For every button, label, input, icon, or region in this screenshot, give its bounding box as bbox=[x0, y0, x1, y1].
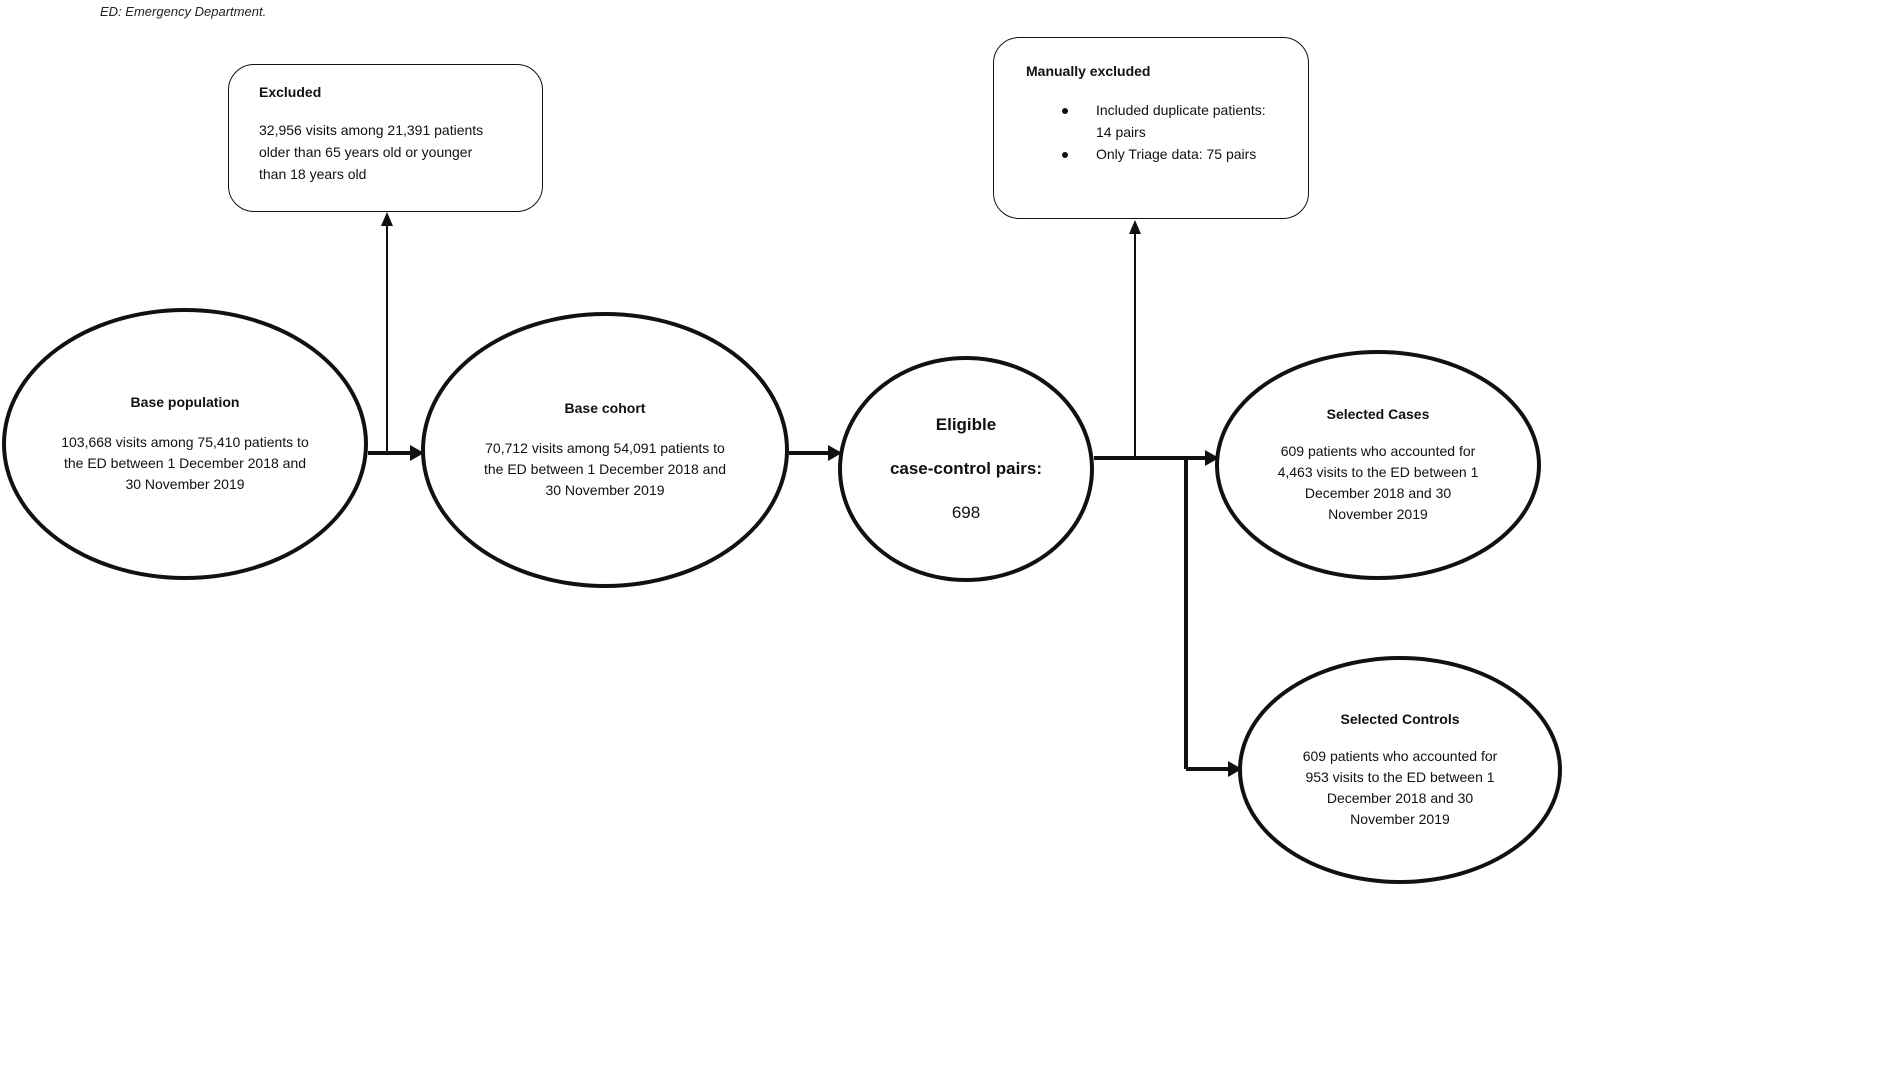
excluded-title: Excluded bbox=[259, 84, 322, 100]
selected-controls-line: December 2018 and 30 bbox=[1326, 789, 1474, 806]
base-population-line: 103,668 visits among 75,410 patients to bbox=[61, 433, 309, 450]
flow-connectors bbox=[368, 212, 1242, 777]
excluded-box: Excluded 32,956 visits among 21,391 pati… bbox=[228, 64, 543, 212]
arrowhead-manually-excluded bbox=[1129, 220, 1141, 234]
arrowhead-controls bbox=[1228, 761, 1242, 777]
arrowhead-eligible bbox=[828, 445, 842, 461]
eligible-node: Eligible case-control pairs: 698 bbox=[838, 356, 1094, 582]
excluded-line: than 18 years old bbox=[259, 166, 367, 182]
selected-cases-line: 4,463 visits to the ED between 1 bbox=[1277, 463, 1479, 480]
arrowhead-cases bbox=[1205, 450, 1219, 466]
excluded-line: 32,956 visits among 21,391 patients bbox=[259, 122, 484, 138]
eligible-title-line2: case-control pairs: bbox=[889, 459, 1043, 478]
selected-cases-title: Selected Cases bbox=[1326, 405, 1430, 422]
selected-controls-node: Selected Controls 609 patients who accou… bbox=[1238, 656, 1562, 884]
base-population-title: Base population bbox=[130, 393, 240, 410]
base-cohort-line: 30 November 2019 bbox=[545, 481, 665, 498]
selected-cases-line: November 2019 bbox=[1328, 505, 1428, 522]
base-cohort-line: 70,712 visits among 54,091 patients to bbox=[485, 439, 725, 456]
selected-cases-line: 609 patients who accounted for bbox=[1280, 442, 1476, 459]
eligible-value: 698 bbox=[951, 503, 981, 522]
selected-cases-line: December 2018 and 30 bbox=[1304, 484, 1452, 501]
selected-controls-title: Selected Controls bbox=[1340, 710, 1460, 727]
selected-controls-line: November 2019 bbox=[1350, 810, 1450, 827]
footnote: ED: Emergency Department. bbox=[100, 4, 267, 19]
bullet-line: 14 pairs bbox=[1096, 124, 1146, 140]
manually-excluded-title: Manually excluded bbox=[1026, 63, 1151, 79]
bullet-item: Only Triage data: 75 pairs bbox=[1062, 143, 1308, 165]
bullet-dot-icon bbox=[1062, 108, 1068, 114]
base-cohort-line: the ED between 1 December 2018 and bbox=[483, 460, 727, 477]
bullet-line: Included duplicate patients: bbox=[1096, 102, 1266, 118]
selected-controls-line: 609 patients who accounted for bbox=[1302, 747, 1498, 764]
eligible-title-line1: Eligible bbox=[935, 415, 997, 434]
selected-cases-node: Selected Cases 609 patients who accounte… bbox=[1215, 350, 1541, 580]
excluded-line: older than 65 years old or younger bbox=[259, 144, 473, 160]
arrowhead-excluded bbox=[381, 212, 393, 226]
selected-controls-line: 953 visits to the ED between 1 bbox=[1305, 768, 1495, 785]
base-population-line: 30 November 2019 bbox=[125, 475, 245, 492]
bullet-line: Only Triage data: 75 pairs bbox=[1096, 146, 1257, 162]
base-population-line: the ED between 1 December 2018 and bbox=[63, 454, 307, 471]
base-cohort-node: Base cohort 70,712 visits among 54,091 p… bbox=[421, 312, 789, 588]
manually-excluded-box: Manually excluded Included duplicate pat… bbox=[993, 37, 1309, 219]
base-population-node: Base population 103,668 visits among 75,… bbox=[2, 308, 368, 580]
bullet-dot-icon bbox=[1062, 152, 1068, 158]
arrowhead-cohort bbox=[410, 445, 424, 461]
bullet-item: Included duplicate patients: 14 pairs bbox=[1062, 99, 1308, 143]
base-cohort-title: Base cohort bbox=[564, 399, 646, 416]
